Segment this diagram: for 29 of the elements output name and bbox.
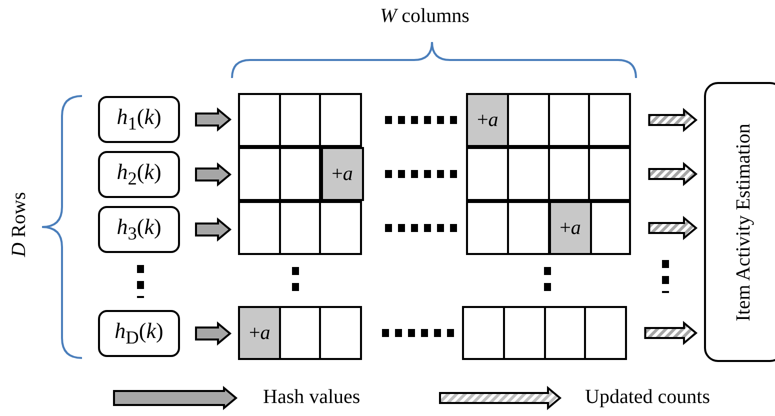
counter-cell: +a bbox=[320, 147, 364, 201]
counter-row bbox=[466, 201, 632, 255]
counter-row bbox=[238, 147, 362, 201]
block-arrow bbox=[195, 321, 232, 346]
block-arrow bbox=[644, 320, 698, 346]
hash-function-box: h$_{1}$(k) bbox=[98, 96, 180, 143]
hash-function-box: h$_{D}$(k) bbox=[98, 310, 180, 357]
hash-function-box: h$_{3}$(k) bbox=[98, 206, 180, 253]
counter-row bbox=[238, 306, 362, 360]
counter-row bbox=[462, 306, 628, 360]
estimation-box: Item Activity Estimation bbox=[704, 82, 775, 362]
hash-function-box: h$_{2}$(k) bbox=[98, 151, 180, 198]
block-arrow bbox=[648, 108, 698, 132]
block-arrow bbox=[195, 162, 232, 187]
block-arrow bbox=[195, 217, 232, 242]
block-arrow bbox=[648, 216, 698, 240]
block-arrow bbox=[195, 107, 232, 132]
axis-label: D Rows bbox=[8, 192, 32, 258]
legend-label: Updated counts bbox=[585, 386, 710, 409]
counter-row bbox=[238, 201, 362, 255]
counter-row bbox=[466, 93, 632, 147]
counter-row bbox=[466, 147, 632, 201]
counter-cell: +a bbox=[466, 93, 510, 147]
counter-cell: +a bbox=[238, 306, 282, 360]
counter-cell: +a bbox=[548, 201, 592, 255]
legend-label: Hash values bbox=[263, 386, 360, 409]
block-arrow bbox=[648, 162, 698, 186]
axis-label: W columns bbox=[380, 5, 470, 28]
counter-row bbox=[238, 93, 362, 147]
